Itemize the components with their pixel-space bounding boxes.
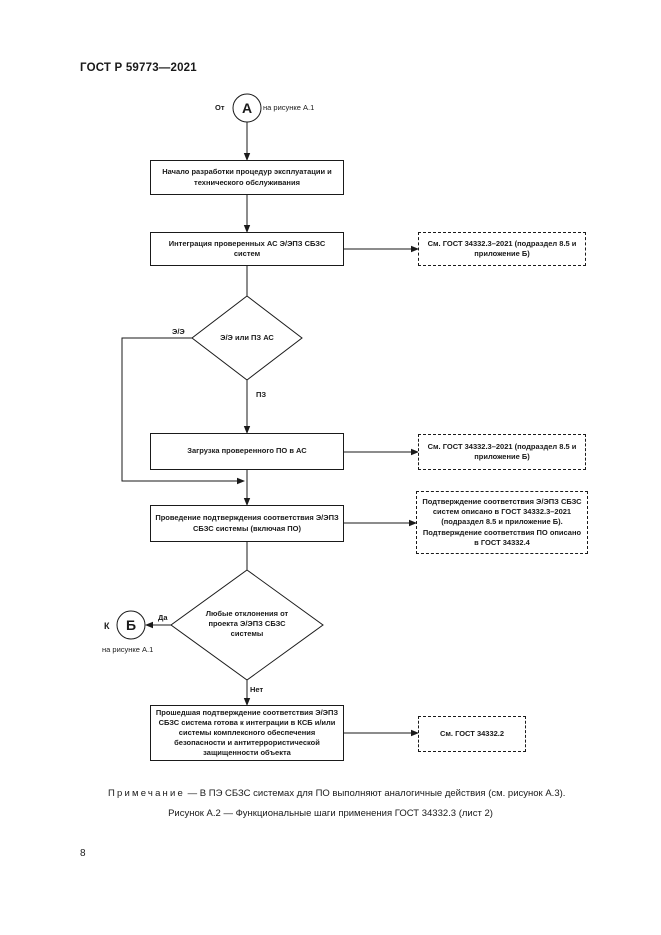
final-ready-box: Прошедшая подтверждение соответствия Э/Э…	[150, 705, 344, 761]
load-software-box: Загрузка проверенного ПО в АС	[150, 433, 344, 470]
confirm-conformity-box: Проведение подтверждения соответствия Э/…	[150, 505, 344, 542]
connector-a-from-label: От	[215, 103, 225, 112]
page-number: 8	[80, 848, 86, 859]
figure-caption: Рисунок А.2 — Функциональные шаги примен…	[168, 808, 493, 819]
branch-label-no: Нет	[250, 685, 264, 694]
start-process-box: Начало разработки процедур эксплуатации …	[150, 160, 344, 195]
document-header: ГОСТ Р 59773—2021	[80, 62, 197, 74]
side-note-4: См. ГОСТ 34332.2	[418, 716, 526, 752]
connector-b-to-label: К	[104, 621, 110, 631]
side-note-3: Подтверждение соответствия Э/ЭПЗ СБЗС си…	[416, 491, 588, 554]
decision-1-text: Э/Э или ПЗ АС	[220, 332, 274, 342]
side-note-1: См. ГОСТ 34332.3–2021 (подраздел 8.5 и п…	[418, 232, 586, 266]
branch-label-yes: Да	[158, 613, 168, 622]
connector-b-letter: Б	[125, 617, 137, 633]
decision-2-text: Любые отклонения от проекта Э/ЭПЗ СБЗС с…	[205, 608, 289, 639]
arrow-decision1-ee-branch	[121, 337, 245, 485]
branch-label-pz: ПЗ	[256, 390, 267, 399]
connector-b-ref-label: на рисунке А.1	[102, 645, 154, 654]
figure-note: Примечание — В ПЭ СБЗС системах для ПО в…	[108, 788, 565, 799]
branch-label-ee: Э/Э	[172, 327, 185, 336]
side-note-2: См. ГОСТ 34332.3–2021 (подраздел 8.5 и п…	[418, 434, 586, 470]
integration-box: Интеграция проверенных АС Э/ЭПЗ СБЗС сис…	[150, 232, 344, 266]
note-text: — В ПЭ СБЗС системах для ПО выполняют ан…	[185, 788, 566, 799]
connector-b-circle	[116, 610, 146, 640]
connector-a-ref-label: на рисунке А.1	[263, 103, 315, 112]
connector-a-letter: А	[241, 100, 253, 116]
note-label: Примечание	[108, 788, 185, 799]
